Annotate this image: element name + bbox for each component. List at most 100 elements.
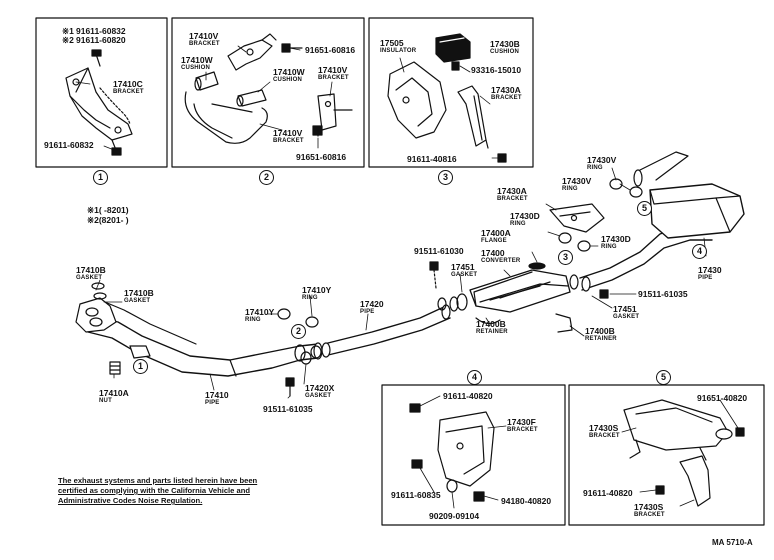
part-number-17451-left: 17451 [451, 262, 475, 272]
part-name-ring: RING [601, 244, 617, 250]
serial-range-2: ※2(8201- ) [87, 215, 129, 225]
part-number-17430v-top: 17430V [587, 155, 617, 165]
note-line-3: Administrative Codes Noise Regulation. [58, 496, 203, 505]
part-name-pipe: PIPE [360, 309, 375, 315]
manifold-flange-drawing [75, 282, 117, 333]
cushion-17410w-drawing [194, 71, 267, 107]
rings-17430d-drawing [558, 232, 591, 252]
part-name-gasket: GASKET [305, 393, 332, 399]
part-name-pipe: PIPE [698, 275, 713, 281]
part-name-bracket: BRACKET [634, 512, 665, 518]
part-number-17410y-top: 17410Y [302, 285, 332, 295]
reference-circle-3-main: 3 [558, 250, 573, 265]
reference-circle-1-main: 1 [133, 359, 148, 374]
part-name-bracket: BRACKET [189, 41, 220, 47]
converter-17400-drawing [449, 269, 579, 313]
retainer-17400b-drawing [475, 313, 573, 333]
part-number-17430d-right: 17430D [601, 234, 631, 244]
certification-note: The exhaust systems and parts listed her… [58, 476, 298, 506]
serial-range-1: ※1( -8201) [87, 205, 129, 215]
center-pipe-17420-drawing [321, 304, 451, 358]
inset-box-2 [171, 17, 365, 168]
part-number-17410w-right: 17410W [273, 67, 305, 77]
reference-circle-4-header: 4 [467, 370, 482, 385]
bracket-17430a-drawing [457, 85, 507, 163]
part-number-17430s-lower: 17430S [634, 502, 664, 512]
part-number-17430b: 17430B [490, 39, 520, 49]
part-number-17430s-top: 17430S [589, 423, 619, 433]
inset-box-1 [35, 17, 168, 168]
part-name-cushion: CUSHION [273, 77, 303, 83]
part-number-17410c: 17410C [113, 79, 143, 89]
part-name-bracket: BRACKET [497, 196, 528, 202]
part-number-17430v-lower: 17430V [562, 176, 592, 186]
note-line-2: certified as complying with the Californ… [58, 486, 250, 495]
bracket-17430s-drawing [623, 399, 745, 507]
bracket-17430a-main-drawing [549, 203, 605, 233]
part-name-converter: CONVERTER [481, 258, 521, 264]
part-name-bracket: BRACKET [589, 433, 620, 439]
leader-lines [75, 45, 739, 509]
part-number-91511-61030: 91511-61030 [414, 246, 464, 256]
part-number-17420x: 17420X [305, 383, 335, 393]
part-name-gasket: GASKET [613, 314, 640, 320]
part-number-17400: 17400 [481, 248, 505, 258]
bracket-17410v-drawing [227, 33, 303, 71]
cushion-17430b-drawing [435, 33, 471, 71]
part-name-gasket: GASKET [451, 272, 478, 278]
part-name-bracket: BRACKET [318, 75, 349, 81]
inset-box-5 [568, 384, 765, 526]
part-name-insulator: INSULATOR [380, 48, 417, 54]
part-name-ring: RING [587, 165, 603, 171]
part-number-93316-15010: 93316-15010 [471, 65, 522, 75]
inset-box-3 [368, 17, 534, 168]
part-number-91611-60820: 91611-60820 [76, 35, 126, 45]
part-number-17451-right: 17451 [613, 304, 637, 314]
part-number-91611-60832: 91611-60832 [76, 26, 126, 36]
part-number-91611-40816: 91611-40816 [407, 154, 457, 164]
part-name-cushion: CUSHION [490, 49, 520, 55]
insulator-17505-drawing [387, 61, 447, 139]
part-number-17430d-left: 17430D [510, 211, 540, 221]
reference-circle-5-main: 5 [637, 201, 652, 216]
part-number-91611-40820-inset4: 91611-40820 [443, 391, 493, 401]
part-name-bracket: BRACKET [491, 95, 522, 101]
part-number-17410v-top: 17410V [189, 31, 219, 41]
serial-mark-2: ※2 [62, 35, 74, 45]
part-number-91651-60816-lower: 91651-60816 [296, 152, 347, 162]
part-number-17410v-lower: 17410V [273, 128, 303, 138]
muffler-drawing [609, 151, 745, 239]
part-number-17410b-lower: 17410B [124, 288, 154, 298]
clamp-drawing [129, 345, 151, 359]
reference-circle-5-header: 5 [656, 370, 671, 385]
part-number-91511-61035-right: 91511-61035 [638, 289, 688, 299]
part-name-bracket: BRACKET [273, 138, 304, 144]
part-number-90209-09104: 90209-09104 [429, 511, 480, 521]
part-number-17430a: 17430A [491, 85, 521, 95]
part-name-ring: RING [510, 221, 526, 227]
part-number-17410a: 17410A [99, 388, 129, 398]
part-name-bracket: BRACKET [507, 427, 538, 433]
bracket-17430f-drawing [409, 403, 495, 502]
part-name-ring: RING [562, 186, 578, 192]
part-name-retainer: RETAINER [476, 329, 508, 335]
part-number-17420: 17420 [360, 299, 384, 309]
part-number-17400b-right: 17400B [585, 326, 615, 336]
part-number-17430f: 17430F [507, 417, 536, 427]
part-number-17410y-left: 17410Y [245, 307, 275, 317]
part-number-17410b-top: 17410B [76, 265, 106, 275]
part-number-17400b-left: 17400B [476, 319, 506, 329]
part-name-bracket: BRACKET [113, 89, 144, 95]
serial-mark-1: ※1 [62, 26, 74, 36]
part-number-91651-60816: 91651-60816 [305, 45, 356, 55]
part-name-ring: RING [245, 317, 261, 323]
part-number-94180-40820: 94180-40820 [501, 496, 552, 506]
part-number-17430a-main: 17430A [497, 186, 527, 196]
part-name-nut: NUT [99, 398, 112, 404]
part-number-91511-61035-left: 91511-61035 [263, 404, 313, 414]
part-number-17410: 17410 [205, 390, 229, 400]
drawing-code: MA 5710-A [712, 538, 753, 547]
part-name-pipe: PIPE [205, 400, 220, 406]
